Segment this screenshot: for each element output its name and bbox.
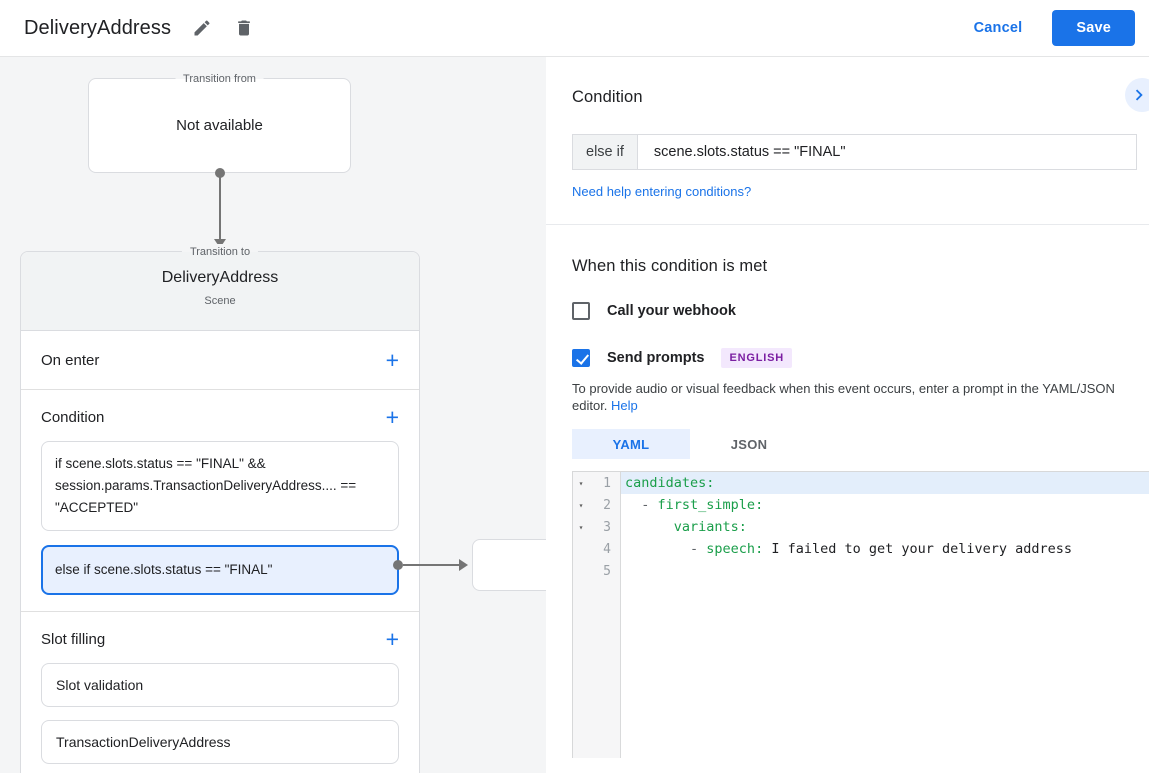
line-number: 5: [603, 563, 611, 579]
condition-detail-panel: Condition else if scene.slots.status == …: [546, 57, 1149, 773]
condition-items: if scene.slots.status == "FINAL" && sess…: [21, 441, 419, 595]
scene-card-header[interactable]: DeliveryAddress Scene: [21, 252, 419, 331]
editor-tabs: YAML JSON: [572, 429, 1149, 459]
slot-item[interactable]: TransactionDeliveryAddress: [41, 720, 399, 764]
transition-from-label: Transition from: [175, 71, 264, 87]
code-line-content[interactable]: [621, 560, 1149, 582]
save-button[interactable]: Save: [1052, 10, 1135, 46]
scene-card: Transition to DeliveryAddress Scene On e…: [20, 244, 420, 773]
call-webhook-checkbox[interactable]: [572, 302, 590, 320]
code-line-content[interactable]: - speech: I failed to get your delivery …: [690, 541, 1073, 557]
editor-line[interactable]: 5: [573, 560, 1149, 582]
detail-condition-title: Condition: [572, 88, 643, 106]
slot-filling-title: Slot filling: [41, 630, 106, 648]
condition-expression-value[interactable]: scene.slots.status == "FINAL": [653, 144, 846, 160]
line-number: 1: [603, 475, 611, 491]
prompt-hint-text: To provide audio or visual feedback when…: [572, 381, 1115, 413]
line-number: 3: [603, 519, 611, 535]
connector-arrow-right-icon: [459, 559, 468, 571]
tab-json[interactable]: JSON: [730, 436, 768, 452]
transition-from-content: Not available: [176, 117, 263, 134]
language-badge: ENGLISH: [721, 348, 792, 368]
line-number: 2: [603, 497, 611, 513]
add-condition-plus-icon[interactable]: +: [385, 404, 399, 430]
connector-dot: [215, 168, 225, 178]
delete-trash-icon[interactable]: [233, 17, 255, 39]
cancel-button[interactable]: Cancel: [973, 20, 1023, 36]
prompt-help-link[interactable]: Help: [611, 398, 638, 413]
conditions-help-link[interactable]: Need help entering conditions?: [572, 184, 752, 199]
scene-flow-panel: Transition from Not available Transition…: [0, 57, 546, 773]
on-enter-section[interactable]: On enter +: [21, 331, 419, 390]
topbar-left: DeliveryAddress: [24, 17, 255, 40]
line-number: 4: [603, 541, 611, 557]
send-prompts-checkbox[interactable]: [572, 349, 590, 367]
tab-yaml[interactable]: YAML: [572, 429, 690, 459]
transition-from-box[interactable]: Transition from Not available: [88, 71, 351, 173]
fold-arrow-icon[interactable]: ▾: [578, 522, 584, 532]
slot-item[interactable]: Slot validation: [41, 663, 399, 707]
editor-line[interactable]: ▾ 2 - first_simple:: [573, 494, 1149, 516]
add-on-enter-plus-icon[interactable]: +: [385, 347, 399, 373]
send-prompts-label: Send prompts: [607, 350, 705, 366]
connector-line-horizontal: [403, 564, 460, 566]
editor-lines: ▾ 1 candidates: ▾ 2 - first_simple: ▾ 3 varian…: [573, 472, 1149, 582]
condition-prefix-label: else if: [573, 135, 638, 169]
add-slot-plus-icon[interactable]: +: [385, 626, 399, 652]
yaml-code-editor[interactable]: ▾ 1 candidates: ▾ 2 - first_simple: ▾ 3 varian…: [572, 471, 1149, 758]
topbar-actions: Cancel Save: [974, 10, 1135, 46]
fold-arrow-icon[interactable]: ▾: [578, 500, 584, 510]
connector-line-vertical: [219, 175, 221, 241]
condition-item[interactable]: if scene.slots.status == "FINAL" && sess…: [41, 441, 399, 531]
fold-arrow-icon[interactable]: ▾: [578, 478, 584, 488]
collapse-panel-button[interactable]: [1125, 78, 1149, 112]
condition-section: Condition + if scene.slots.status == "FI…: [21, 390, 419, 612]
connector-dot: [393, 560, 403, 570]
condition-expression-input[interactable]: else if scene.slots.status == "FINAL": [572, 134, 1137, 170]
transition-target-box[interactable]: [472, 539, 546, 591]
when-condition-met-title: When this condition is met: [572, 257, 768, 275]
edit-pencil-icon[interactable]: [191, 17, 213, 39]
section-divider: [546, 224, 1149, 225]
code-line-content[interactable]: - first_simple:: [641, 497, 764, 513]
topbar: DeliveryAddress Cancel Save: [0, 0, 1149, 57]
code-line-content[interactable]: variants:: [673, 519, 747, 535]
scene-name: DeliveryAddress: [161, 269, 279, 286]
code-line-content[interactable]: candidates:: [621, 472, 1149, 494]
condition-section-title: Condition: [41, 408, 105, 426]
call-webhook-row: Call your webhook: [572, 302, 1149, 320]
editor-line[interactable]: ▾ 1 candidates:: [573, 472, 1149, 494]
editor-filler: [573, 582, 1149, 758]
editor-line[interactable]: ▾ 3 variants:: [573, 516, 1149, 538]
transition-to-label: Transition to: [181, 244, 259, 260]
scene-type-label: Scene: [204, 295, 236, 307]
send-prompts-row: Send prompts ENGLISH: [572, 348, 1149, 368]
condition-item-selected[interactable]: else if scene.slots.status == "FINAL": [41, 545, 399, 595]
page-title: DeliveryAddress: [24, 16, 172, 39]
editor-line[interactable]: 4 - speech: I failed to get your deliver…: [573, 538, 1149, 560]
connector-arrow-down-icon: [214, 239, 226, 248]
call-webhook-label: Call your webhook: [607, 303, 736, 319]
on-enter-title: On enter: [41, 351, 100, 369]
